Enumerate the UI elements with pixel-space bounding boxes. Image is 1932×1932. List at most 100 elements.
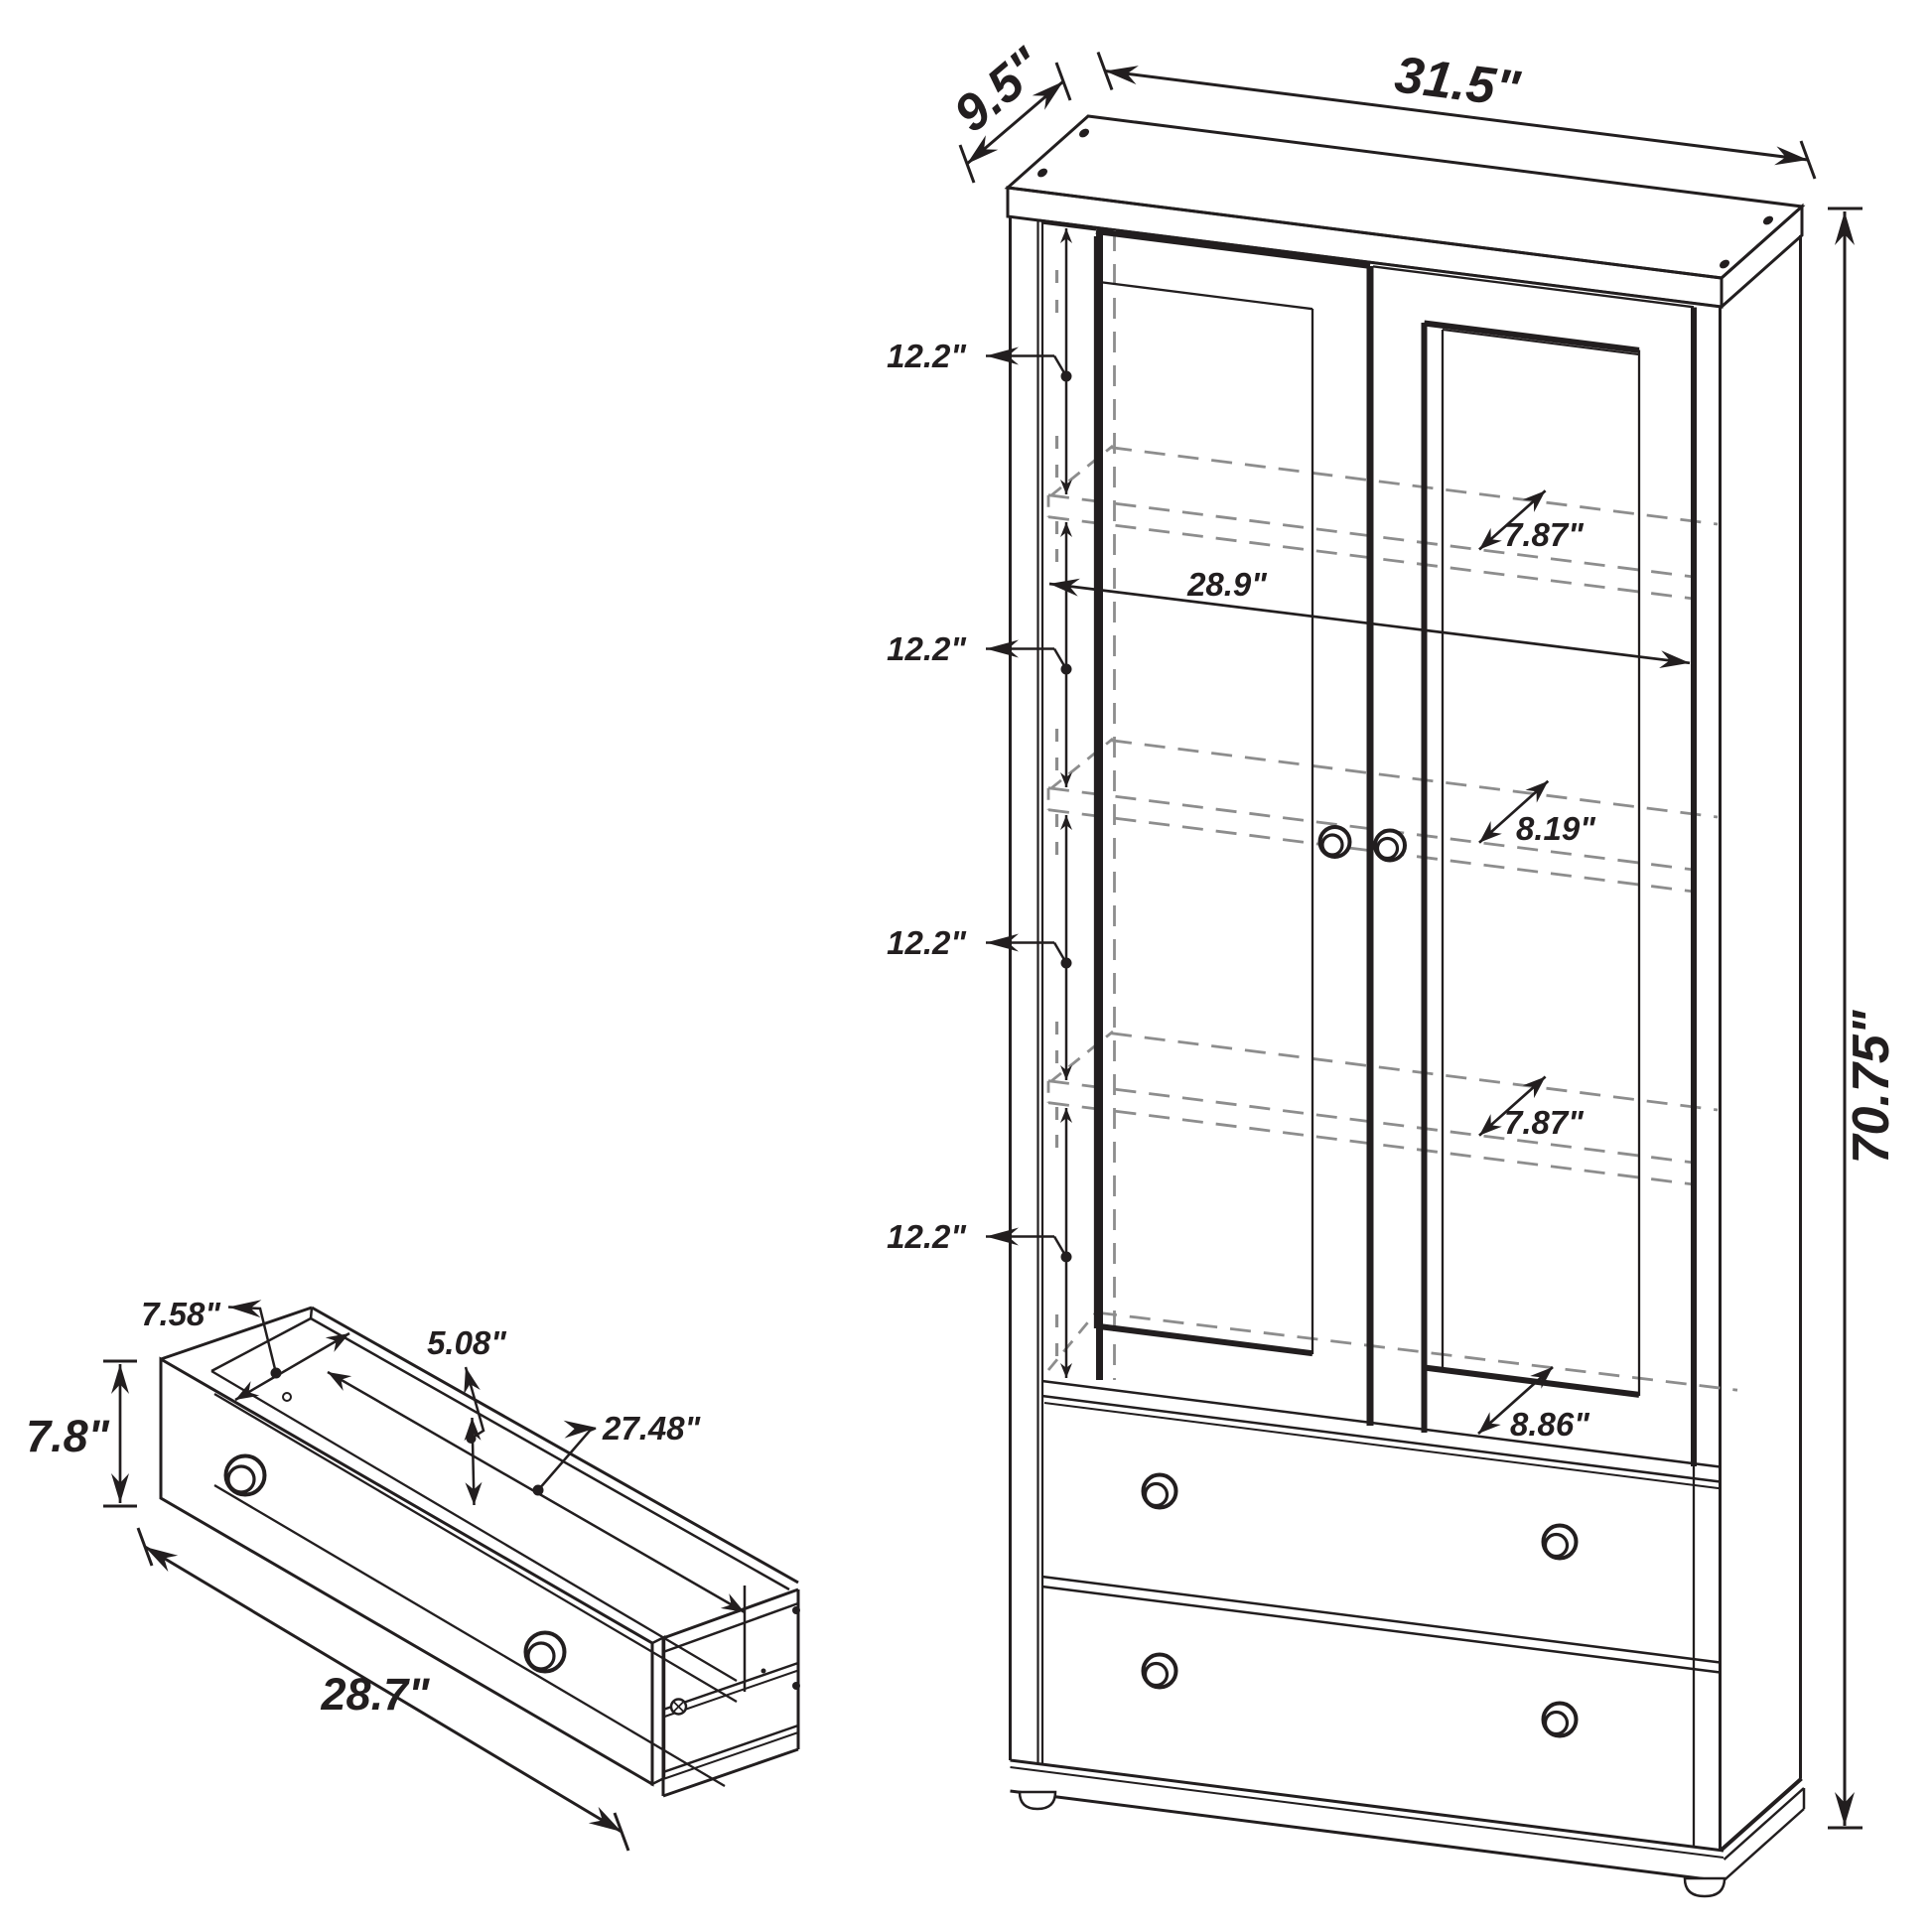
drawer-screw-cross-b bbox=[673, 1701, 684, 1713]
drawer-pin-hole bbox=[282, 1392, 292, 1402]
detached-drawer bbox=[159, 1306, 800, 1798]
dim-5-08-arrow-down bbox=[465, 1481, 483, 1505]
dim-depth-arrow-b-2 bbox=[1525, 780, 1549, 803]
dim-label-drawer-height-int: 5.08" bbox=[427, 1324, 506, 1361]
dim-label-shelf-depth-4: 8.86" bbox=[1510, 1406, 1589, 1443]
dim-interior-width: 28.9" bbox=[1048, 566, 1691, 668]
screw-dot bbox=[1078, 128, 1090, 138]
dim-31-5-arrow-end bbox=[1774, 146, 1808, 166]
plinth-top-edge bbox=[1010, 1758, 1725, 1853]
cabinet-drawers bbox=[1041, 1379, 1721, 1847]
dim-label-interior-width: 28.9" bbox=[1186, 566, 1267, 603]
left-door-top-edge-thick bbox=[1095, 228, 1371, 269]
dim-70-75-arrow-bottom bbox=[1835, 1792, 1855, 1826]
dim-12-2-leader-arrow-2 bbox=[986, 639, 1019, 658]
dim-9-5-tick-end bbox=[1054, 62, 1072, 101]
dim-12-2-arrow-down-2 bbox=[1060, 772, 1072, 787]
drawer-left-top-inner bbox=[210, 1316, 312, 1373]
shelf-2-left-top-edge bbox=[1049, 737, 1114, 790]
drawer-rail2-b bbox=[662, 1731, 799, 1780]
dim-depth-arrow-a-2 bbox=[1479, 821, 1502, 843]
dim-depth-arrow-a-4 bbox=[1478, 1412, 1501, 1434]
drawer-front-knob-inner bbox=[526, 1641, 556, 1671]
drawer-box-front-top bbox=[213, 1393, 738, 1703]
dim-28-7-line bbox=[144, 1545, 622, 1834]
shelf-3-top-front bbox=[1047, 1079, 1695, 1165]
dim-12-2-dot-3 bbox=[1060, 957, 1072, 969]
dim-12-2-arrow-up-1 bbox=[1060, 228, 1072, 243]
side-panel-bottom-edge bbox=[1719, 1777, 1803, 1853]
dim-depth-arrow-b-4 bbox=[1530, 1367, 1553, 1389]
dim-label-shelf-spacing-1: 12.2" bbox=[887, 338, 966, 374]
dim-label-shelf-depth-3: 7.87" bbox=[1504, 1104, 1584, 1141]
dim-label-drawer-width: 28.7" bbox=[321, 1669, 431, 1720]
drawer1-top-shadow bbox=[1043, 1402, 1721, 1490]
divider-bottom bbox=[1041, 1394, 1721, 1483]
dim-label-drawer-width-int: 27.48" bbox=[602, 1410, 701, 1447]
dim-7-8-arrow-down bbox=[111, 1473, 129, 1503]
dim-12-2-leader-arrow-1 bbox=[986, 346, 1019, 365]
dim-27-48-arrow-a bbox=[328, 1372, 352, 1391]
dim-12-2-leader-arrow-3 bbox=[986, 933, 1019, 952]
dim-depth-arrow-b-1 bbox=[1522, 490, 1546, 512]
shelf-3-top-back bbox=[1110, 1032, 1719, 1112]
drawer-back-top-inner bbox=[310, 1316, 790, 1591]
plinth-side-top bbox=[1723, 1787, 1805, 1861]
door-knob-inner bbox=[1375, 836, 1400, 861]
dim-label-shelf-depth-1: 7.87" bbox=[1504, 516, 1584, 553]
dim-9-5-arrow-end bbox=[1032, 81, 1063, 110]
right-door-glass-top-thick bbox=[1424, 320, 1640, 353]
body-top-edge bbox=[1037, 218, 1721, 308]
drawer-floor-front-edge bbox=[213, 1484, 726, 1787]
drawer-right-top-b bbox=[662, 1601, 799, 1654]
dim-label-shelf-spacing-3: 12.2" bbox=[887, 924, 966, 961]
drawer-screw-dot bbox=[792, 1682, 800, 1690]
screw-dot bbox=[1036, 168, 1048, 178]
dim-9-5-arrow-start bbox=[967, 135, 999, 164]
dim-12-2-dot-2 bbox=[1060, 663, 1072, 675]
dim-31-5-arrow-start bbox=[1105, 66, 1139, 85]
drawer-left-top-outer bbox=[160, 1306, 313, 1361]
dim-28-7-tick-start bbox=[136, 1527, 154, 1567]
cabinet-body bbox=[1009, 216, 1806, 1898]
dim-12-2-leader-arrow-4 bbox=[986, 1227, 1019, 1246]
dim-12-2-arrow-up-3 bbox=[1060, 815, 1072, 830]
dim-label-drawer-depth: 7.58" bbox=[141, 1296, 220, 1332]
dim-28-7-arrow-start bbox=[145, 1547, 179, 1573]
drawer-front-inner-top bbox=[210, 1370, 738, 1682]
drawer-knob-inner bbox=[1143, 1481, 1170, 1508]
dim-5-08-leader-arrow bbox=[464, 1367, 481, 1395]
dim-7-58-arrow-a bbox=[235, 1381, 260, 1400]
drawer-knob-inner bbox=[1543, 1532, 1570, 1559]
shelf-2-top-back bbox=[1110, 739, 1719, 819]
dim-depth-arrow-a-3 bbox=[1479, 1114, 1502, 1136]
drawer-right-top-a bbox=[662, 1587, 799, 1640]
dim-31-5-tick-start bbox=[1096, 51, 1114, 91]
dim-top-width: 31.5" bbox=[1096, 46, 1817, 180]
dim-depth-line-4 bbox=[1477, 1365, 1554, 1436]
drawer-gap-top bbox=[1041, 1575, 1721, 1664]
plinth-bottom-edge bbox=[1010, 1789, 1725, 1883]
screw-dot bbox=[1762, 215, 1774, 225]
drawer-back-left-join bbox=[309, 1307, 314, 1319]
plinth-side-bottom bbox=[1723, 1808, 1805, 1881]
drawer-back-top-outer bbox=[311, 1306, 799, 1585]
dim-31-5-tick-end bbox=[1799, 140, 1817, 180]
interior-dashed bbox=[1046, 230, 1738, 1392]
drawer-knob-inner bbox=[1543, 1710, 1570, 1736]
right-door-glass-bottom-thick bbox=[1424, 1364, 1640, 1398]
left-door-top-edge-left bbox=[1041, 221, 1097, 231]
shelf-3-left-top-edge bbox=[1049, 1030, 1114, 1083]
divider-top bbox=[1041, 1379, 1721, 1468]
drawer-front-knob-inner bbox=[226, 1464, 256, 1494]
bottom-back-dashed bbox=[1095, 1311, 1738, 1392]
dim-28-9-line bbox=[1048, 582, 1691, 665]
dim-12-2-arrow-up-2 bbox=[1060, 522, 1072, 537]
dim-28-7-arrow-end bbox=[588, 1806, 621, 1832]
dim-7-8-arrow-up bbox=[111, 1364, 129, 1394]
shelf-2-top-front bbox=[1047, 786, 1695, 872]
foot-left bbox=[1018, 1790, 1057, 1811]
dim-5-08-leader bbox=[464, 1366, 485, 1441]
